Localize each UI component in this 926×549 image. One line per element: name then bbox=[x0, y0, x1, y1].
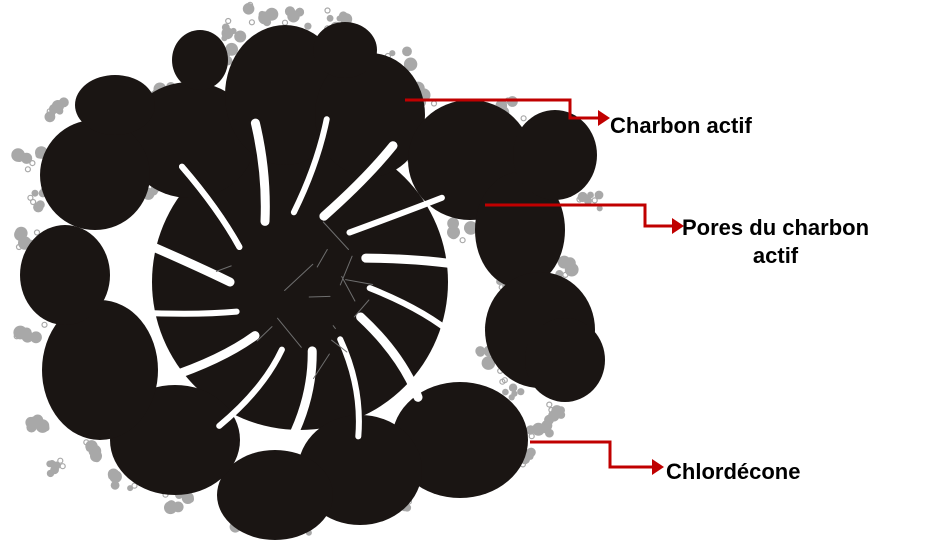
chlordecone-speck bbox=[91, 449, 97, 455]
chlordecone-speck bbox=[258, 11, 271, 24]
chlordecone-speck bbox=[167, 500, 176, 509]
arrow-charbon-actif-head bbox=[598, 110, 610, 126]
chlordecone-ring bbox=[35, 230, 40, 235]
chlordecone-speck bbox=[339, 11, 348, 20]
chlordecone-speck bbox=[13, 326, 27, 340]
chlordecone-speck bbox=[109, 470, 122, 483]
chlordecone-ring bbox=[42, 322, 47, 327]
chlordecone-speck bbox=[327, 15, 334, 22]
label-pores-line1: Pores du charbon bbox=[682, 215, 869, 240]
chlordecone-speck bbox=[59, 97, 69, 107]
arrow-chlordecone bbox=[530, 442, 652, 467]
chlordecone-speck bbox=[502, 389, 509, 396]
chlordecone-speck bbox=[93, 455, 100, 462]
chlordecone-ring bbox=[60, 464, 65, 469]
chlordecone-ring bbox=[325, 8, 330, 13]
label-chlordecone: Chlordécone bbox=[666, 458, 800, 486]
chlordecone-ring bbox=[58, 458, 63, 463]
label-pores-line2: actif bbox=[682, 242, 869, 270]
arrow-chlordecone-head bbox=[652, 459, 664, 475]
chlordecone-ring bbox=[25, 167, 30, 172]
chlordecone-speck bbox=[447, 218, 459, 230]
label-charbon-actif: Charbon actif bbox=[610, 112, 752, 140]
chlordecone-speck bbox=[517, 388, 524, 395]
chlordecone-speck bbox=[558, 256, 571, 269]
chlordecone-ring bbox=[30, 161, 35, 166]
chlordecone-ring bbox=[521, 116, 526, 121]
chlordecone-speck bbox=[36, 200, 45, 209]
chlordecone-speck bbox=[46, 461, 53, 468]
chlordecone-speck bbox=[47, 470, 54, 477]
chlordecone-speck bbox=[402, 47, 412, 57]
chlordecone-ring bbox=[31, 200, 36, 205]
chlordecone-speck bbox=[32, 336, 38, 342]
chlordecone-speck bbox=[16, 155, 23, 162]
chlordecone-ring bbox=[283, 20, 288, 25]
pore-branch bbox=[138, 312, 237, 314]
chlordecone-speck bbox=[509, 384, 517, 392]
chlordecone-speck bbox=[551, 405, 562, 416]
chlordecone-ring bbox=[432, 101, 437, 106]
chlordecone-ring bbox=[460, 238, 465, 243]
chlordecone-speck bbox=[511, 391, 517, 397]
chlordecone-ring bbox=[226, 19, 231, 24]
chlordecone-speck bbox=[476, 348, 484, 356]
chlordecone-ring bbox=[592, 198, 597, 203]
chlordecone-ring bbox=[249, 20, 254, 25]
chlordecone-speck bbox=[25, 417, 36, 428]
chlordecone-speck bbox=[221, 35, 227, 41]
chlordecone-speck bbox=[304, 23, 311, 30]
chlordecone-speck bbox=[287, 10, 299, 22]
chlordecone-ring bbox=[547, 402, 552, 407]
chlordecone-speck bbox=[464, 225, 471, 232]
label-pores-charbon-actif: Pores du charbon actif bbox=[682, 214, 869, 270]
chlordecone-speck bbox=[15, 227, 28, 240]
chlordecone-ring bbox=[563, 272, 568, 277]
micropore-crack bbox=[309, 296, 330, 297]
